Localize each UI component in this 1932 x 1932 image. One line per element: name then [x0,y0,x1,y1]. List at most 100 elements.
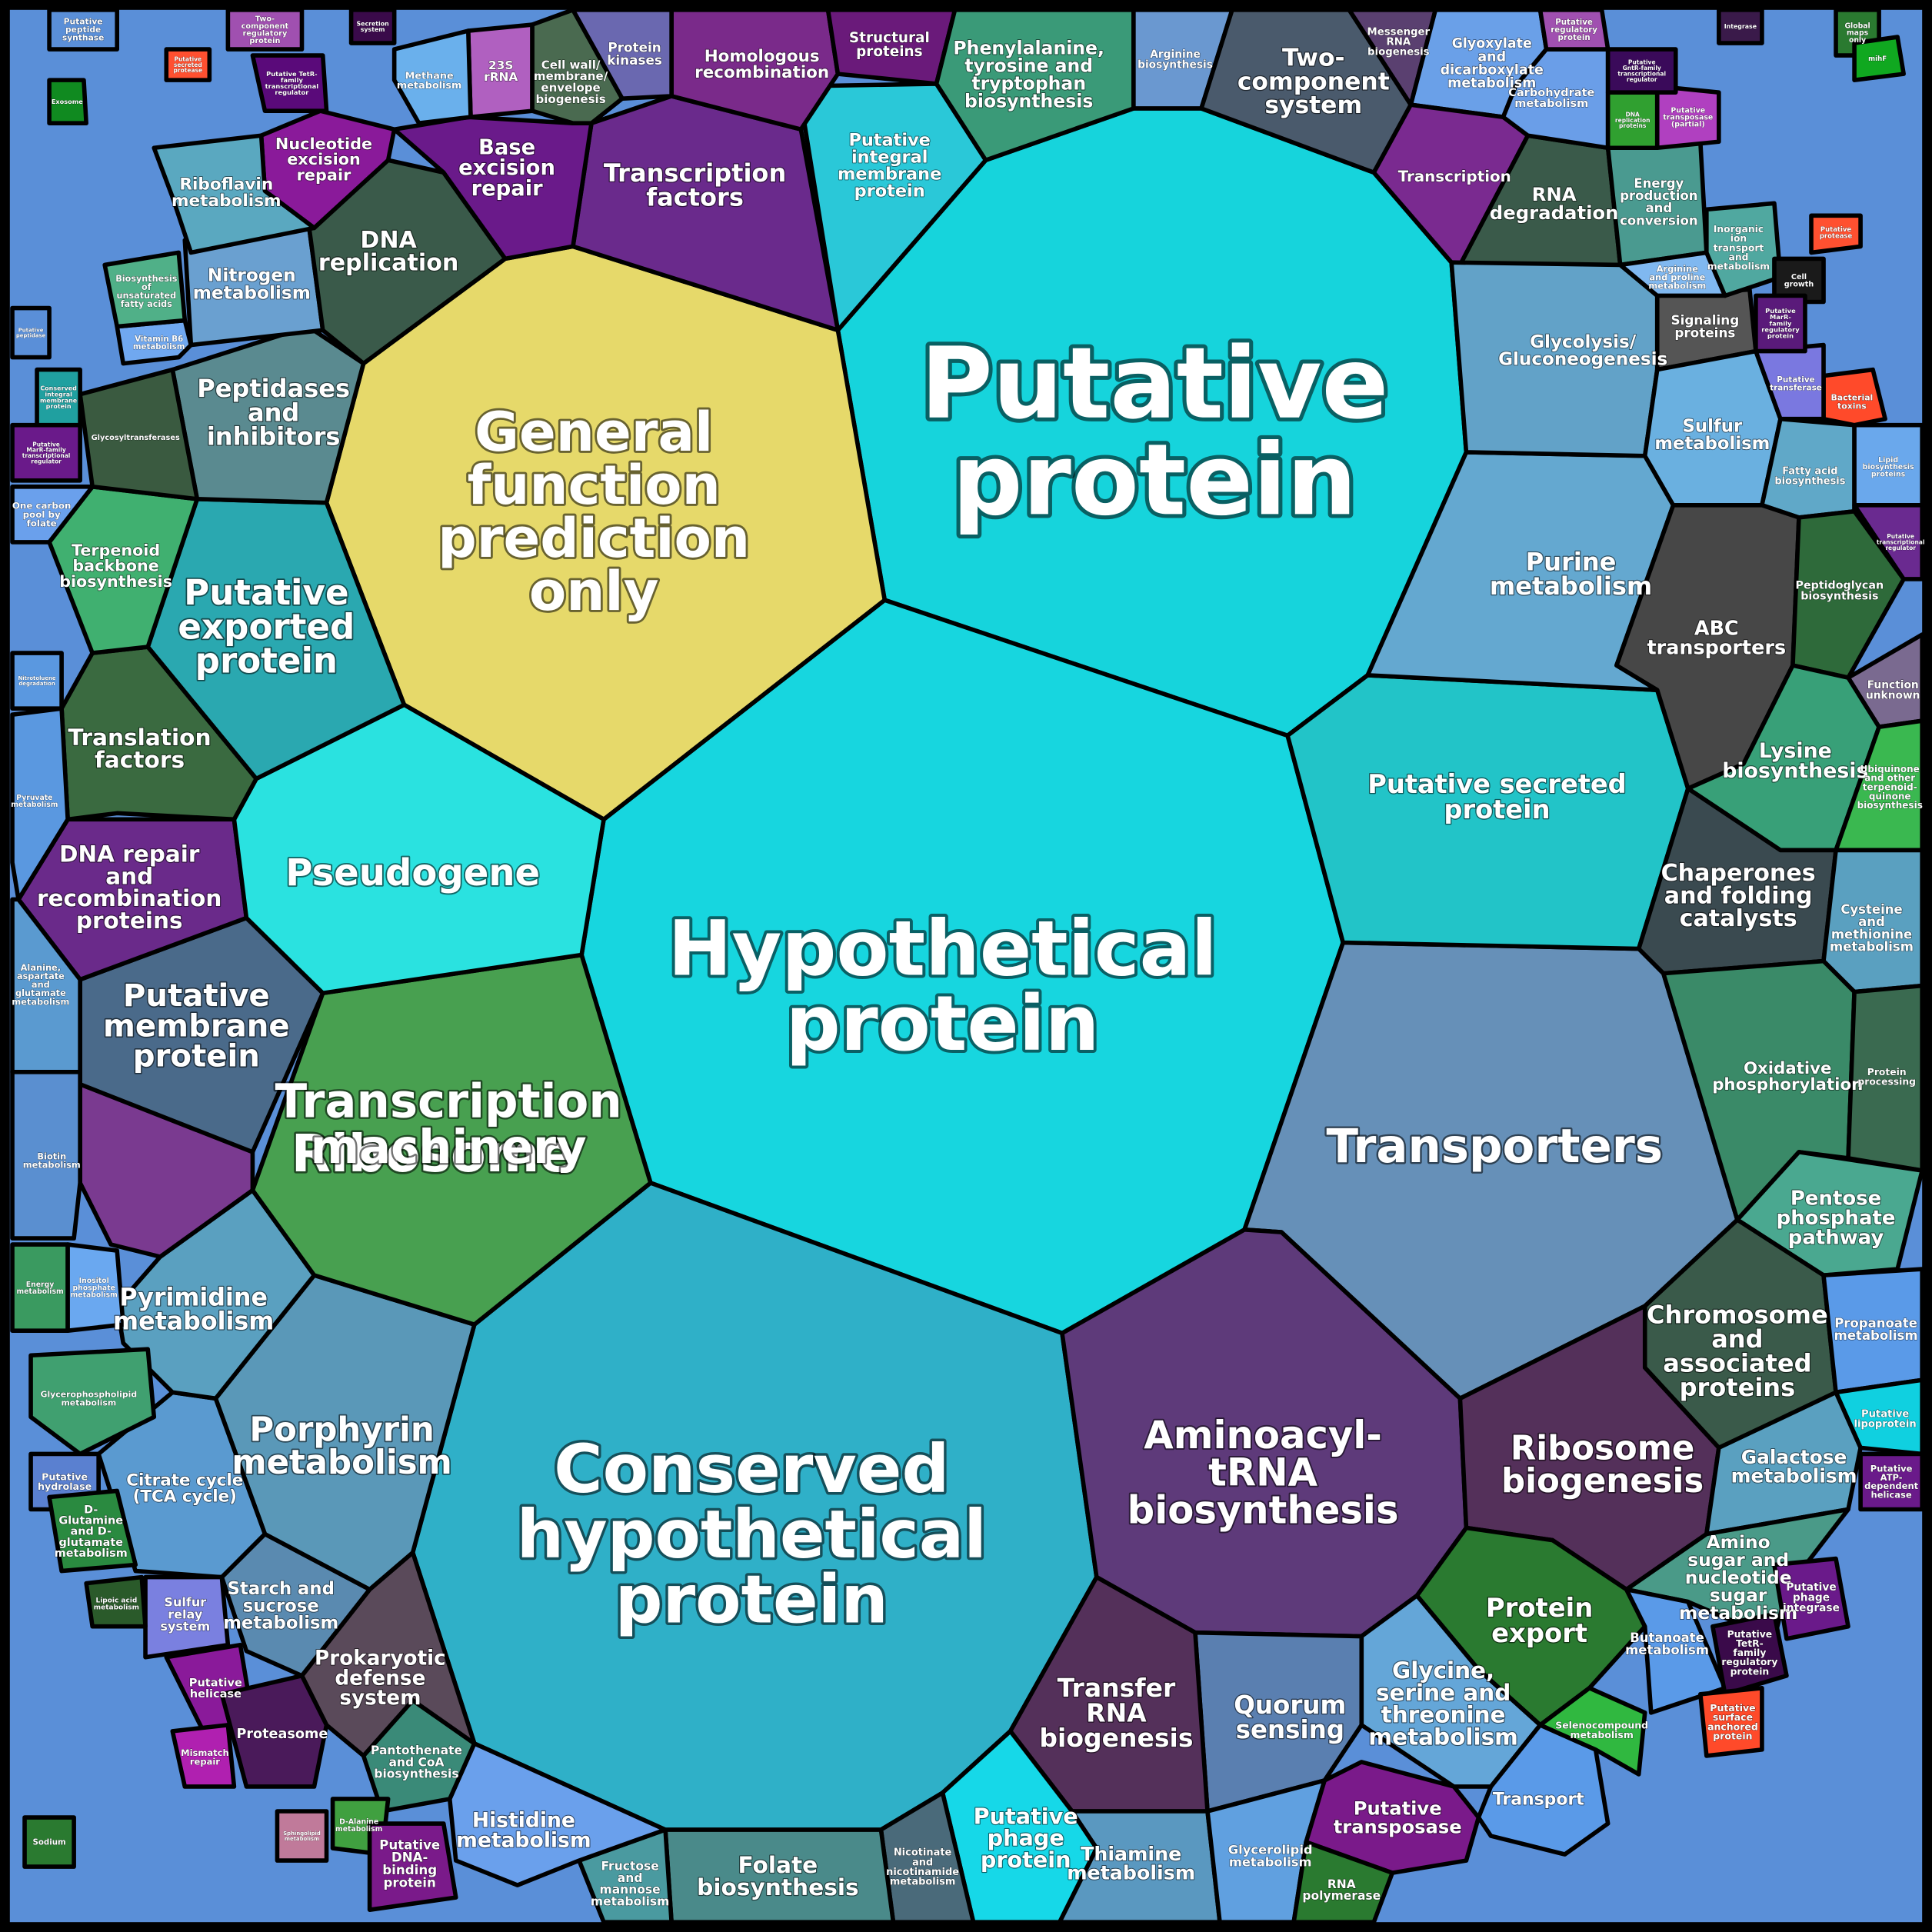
category-cell[interactable] [47,78,88,126]
cell-label-line: Putative [1765,307,1796,315]
cell-label-line: relay [168,1607,203,1621]
cell-shape [1790,509,1906,680]
category-cell[interactable] [1654,84,1721,151]
cell-label-line: Nitrogen [208,265,296,286]
cell-label-line: Arginine [1657,263,1698,274]
category-cell[interactable] [1772,256,1826,305]
category-cell[interactable] [1476,1723,1611,1857]
category-cell[interactable] [164,47,212,82]
category-cell[interactable] [22,1815,76,1869]
cell-label-line: DNA- [391,1850,428,1865]
cell-label-line: Inorganic [1714,224,1764,235]
category-cell[interactable] [1809,213,1863,255]
category-cell[interactable] [275,1809,329,1863]
cell-label-line: Starch and [228,1579,335,1599]
cell-label: Citrate cycle(TCA cycle) [126,1471,243,1506]
cell-label-line: metabolism [71,1291,118,1299]
cell-label-line: and [1729,252,1749,263]
category-cell[interactable] [1291,1840,1395,1924]
cell-label-line: Sphingolipid [283,1830,321,1837]
category-cell[interactable] [10,305,52,360]
cell-label-line: metabolism [1654,434,1770,454]
cell-label-line: Fructose [601,1860,658,1874]
cell-label-line: protease [174,67,203,74]
category-cell[interactable] [143,1574,231,1660]
category-cell[interactable] [1717,8,1764,45]
category-cell[interactable] [1704,1390,1863,1537]
category-cell[interactable] [1057,1809,1222,1924]
category-cell[interactable] [10,1069,82,1241]
cell-label-line: threonine [1381,1702,1506,1728]
category-cell[interactable] [35,367,82,428]
category-cell[interactable] [1852,35,1906,82]
cell-label-line: Phenylalanine, [953,37,1104,58]
category-cell[interactable] [1754,293,1807,354]
cell-label-line: and folding [1664,883,1813,910]
category-cell[interactable] [102,250,188,329]
category-cell[interactable] [250,53,329,113]
category-cell[interactable] [10,897,82,1074]
category-cell[interactable] [170,1723,237,1789]
category-cell[interactable] [1772,1556,1850,1641]
category-cell[interactable] [1605,47,1678,95]
cell-label-line: and [1858,914,1885,929]
category-cell[interactable] [47,1488,138,1574]
category-cell[interactable] [10,485,95,545]
category-cell[interactable] [1790,509,1906,680]
cell-label-line: regulatory [1551,25,1597,35]
category-cell[interactable] [934,8,1136,163]
cell-label-line: and [1645,201,1672,215]
category-cell[interactable] [1624,1587,1727,1715]
category-cell[interactable] [1537,1685,1647,1777]
category-cell[interactable] [152,133,317,255]
cell-label-line: membrane [103,1008,290,1044]
category-cell[interactable] [367,1821,458,1912]
cell-label-line: Butanoate [1630,1631,1704,1645]
cell-label-line: growth [1784,280,1814,288]
category-cell[interactable] [219,1673,329,1789]
cell-label: Proteasome [236,1727,328,1742]
category-cell[interactable] [65,1242,126,1334]
cell-label-line: metabolism [1447,76,1536,92]
cell-shape [10,305,52,360]
category-cell[interactable] [1858,1451,1924,1512]
category-cell[interactable] [1710,1611,1789,1697]
cell-label-line: Citrate cycle [126,1471,243,1490]
category-cell[interactable] [571,8,674,101]
category-cell[interactable] [47,8,119,52]
cell-label-line: conversion [1620,213,1698,228]
cell-label-line: Messenger [1367,26,1431,38]
category-cell[interactable] [225,8,305,52]
category-cell[interactable] [1852,503,1924,581]
cell-label-line: metabolism [456,1828,591,1852]
category-cell[interactable] [1698,1685,1764,1758]
cell-label-line: polymerase [1302,1889,1381,1903]
cell-shape [1537,1685,1647,1777]
category-cell[interactable] [1704,201,1783,298]
cell-label-line: Chromosome [1647,1301,1828,1330]
cell-label-line: Pyrimidine [119,1284,268,1311]
cell-label-line: family [281,76,304,84]
category-cell[interactable] [348,8,397,45]
category-cell[interactable] [78,367,200,501]
cell-shape [1852,35,1906,82]
category-cell[interactable] [10,651,64,711]
category-cell[interactable] [28,1347,157,1457]
cell-label-line: Mismatch [181,1747,229,1758]
category-cell[interactable] [391,28,473,126]
cell-label-line: Thiamine [1081,1843,1181,1865]
category-cell[interactable] [84,1574,148,1629]
